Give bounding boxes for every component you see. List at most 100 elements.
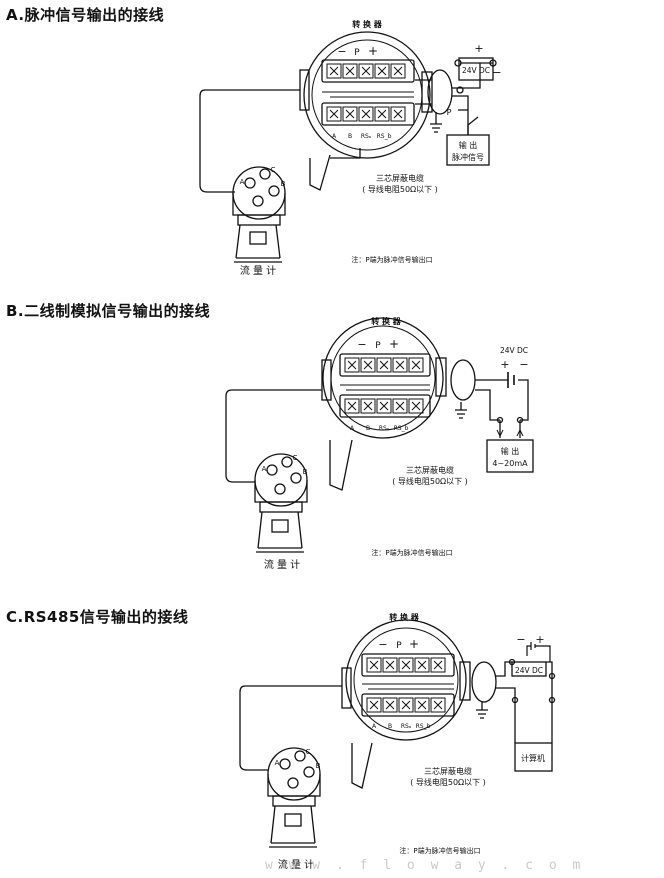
sensor-label-a: A [262,465,267,473]
cable-gland [450,359,476,401]
p-label: P [447,108,452,117]
supply-plus: + [474,42,483,55]
diagram-b: 转 换 器 − P + A B RSₐ RS_b 三芯屏蔽电缆 ( 导线电阻50… [225,316,534,571]
cable-label-1: 三芯屏蔽电缆 [424,766,472,776]
note: 注：P端为脉冲信号输出口 [399,846,480,855]
cable-gland [471,661,497,703]
section-c-title: C.RS485信号输出的接线 [6,608,189,626]
sensor-label-a: A [240,178,245,186]
mounting-lug-left [321,359,332,401]
ground-icon [455,402,467,419]
cable-label-2: ( 导线电阻50Ω以下 ) [410,777,486,787]
sensor-label-c: C [306,748,311,756]
flowmeter-label: 流 量 计 [240,264,276,277]
terminal-bottom-rsb: RS_b [377,133,392,140]
supply-box [458,57,494,81]
terminal-screws-top [344,357,424,373]
sensor-label-b: B [303,468,308,476]
terminal-screws-bottom [366,697,446,713]
supply-wire [475,379,529,421]
flowmeter-label: 流 量 计 [264,558,300,571]
terminal-bottom-rsb: RS_b [394,425,409,432]
computer-label: 计算机 [521,753,545,763]
sensor-label-b: B [316,762,321,770]
note: 注：P端为脉冲信号输出口 [351,255,432,264]
battery-icon [507,372,515,388]
watermark: w w w . f l o w a y . c o m [265,858,585,873]
ground-icon [430,112,442,133]
terminal-bottom-rsb: RS_b [416,723,431,730]
supply-box [511,661,547,677]
section-a-title: A.脉冲信号输出的接线 [6,6,165,24]
battery-icon [526,642,551,662]
terminal-block-top [361,653,455,677]
supply-plus: + [535,633,544,646]
terminal-bottom-a: A [350,425,355,432]
terminal-block-bottom [339,394,431,418]
terminal-bottom-rsa: RSₐ [379,425,389,432]
mounting-lug-right [421,71,433,113]
supply-label: 24V DC [515,666,543,675]
terminal-top-minus: − [357,338,366,351]
ground-icon [476,702,488,719]
terminal-top-p: P [375,341,381,351]
diagram-a: 转 换 器 − P + A B RSₐ RS_b 三芯屏蔽电缆 ( 导线电阻50… [199,19,502,277]
terminal-block-top [339,353,431,377]
mounting-lug-left [341,667,352,709]
supply-label: 24V DC [462,66,490,75]
output-label-2: 4~20mA [492,459,528,468]
terminal-screws-bottom [326,106,406,122]
terminal-block-bottom [321,102,415,126]
flowmeter-label: 流 量 计 [278,858,314,871]
terminal-screws-top [326,63,406,79]
converter-housing [322,317,444,439]
output-label-1: 输 出 [459,140,478,150]
cable-to-flowmeter [199,89,300,193]
cable-gland [427,69,453,115]
terminal-bottom-rsa: RSₐ [401,723,411,730]
flowmeter-head [267,747,321,801]
cable-label-1: 三芯屏蔽电缆 [406,465,454,475]
sensor-label-c: C [293,454,298,462]
supply-minus: − [516,633,525,646]
cable-label-1: 三芯屏蔽电缆 [376,173,424,183]
terminal-bottom-b: B [348,133,352,140]
terminal-top-p: P [396,641,402,651]
support-bracket [309,154,331,191]
terminal-screws-bottom [344,398,424,414]
terminal-screws-top [366,657,446,673]
terminal-top-minus: − [378,638,387,651]
terminal-block-bottom [361,693,455,717]
supply-wire [452,62,493,89]
supply-minus: − [492,66,501,79]
terminal-bottom-rsa: RSₐ [361,133,371,140]
section-b-title: B.二线制模拟信号输出的接线 [6,302,211,320]
flowmeter-head [232,166,286,220]
supply-label: 24V DC [500,346,528,355]
converter-housing [345,619,467,741]
sensor-label-c: C [271,166,276,174]
terminal-block-top [321,59,415,83]
output-label-2: 脉冲信号 [452,152,484,162]
converter-housing [303,31,431,159]
terminal-top-plus: + [389,337,399,351]
terminal-top-p: P [354,48,360,58]
terminal-bottom-a: A [372,723,377,730]
terminal-top-plus: + [409,637,419,651]
sensor-label-a: A [275,759,280,767]
computer-box [514,742,553,772]
converter-label: 转 换 器 [371,316,402,326]
note: 注：P端为脉冲信号输出口 [371,548,452,557]
sensor-label-b: B [281,180,286,188]
flowmeter-head [254,453,308,507]
supply-plus: + [500,358,509,371]
cable-to-flowmeter [239,685,342,771]
terminal-top-plus: + [368,44,378,58]
supply-wire [496,661,553,677]
converter-label: 转 换 器 [389,612,420,622]
cable-label-2: ( 导线电阻50Ω以下 ) [392,476,468,486]
diagram-c: 转 换 器 − P + A B RSₐ RS_b 三芯屏蔽电缆 ( 导线电阻50… [239,612,556,871]
terminal-bottom-b: B [366,425,370,432]
terminal-bottom-a: A [332,133,337,140]
terminal-top-minus: − [337,45,346,58]
